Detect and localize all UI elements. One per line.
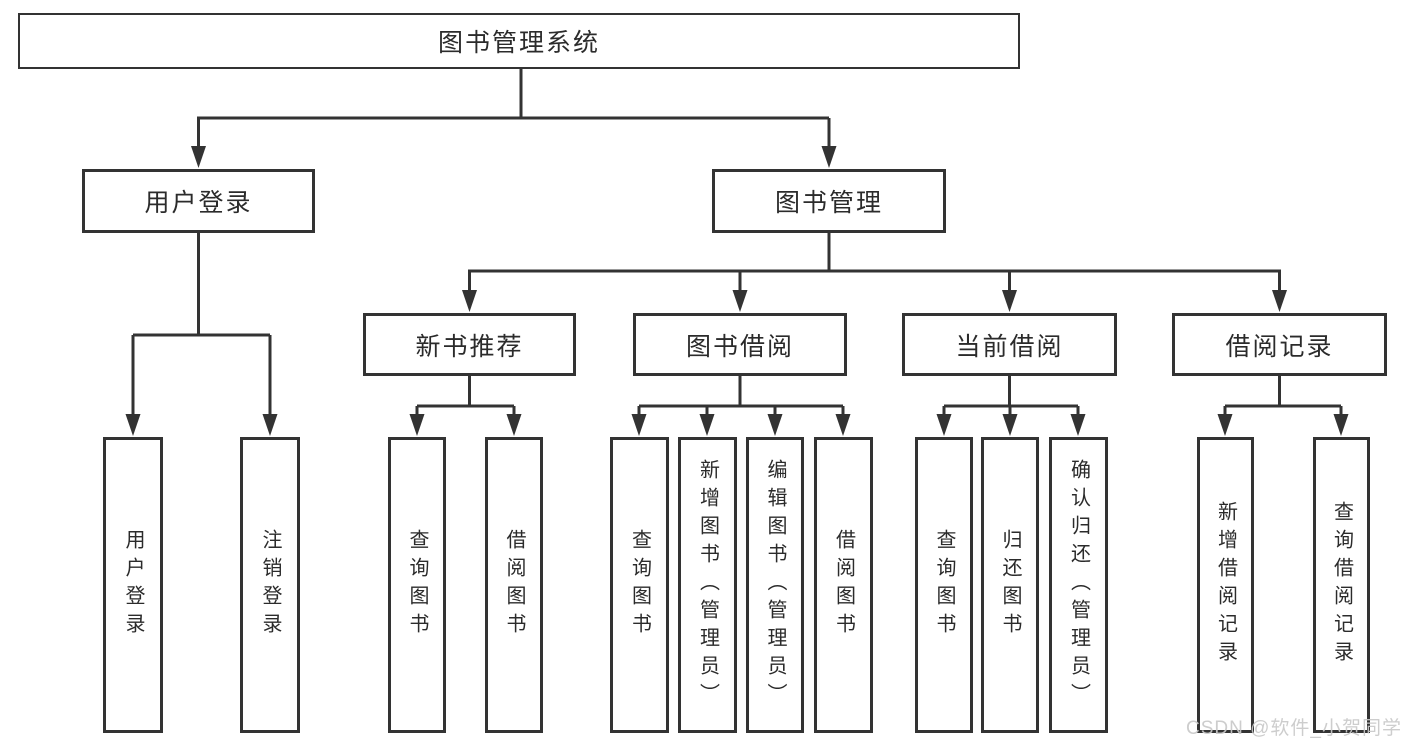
leaf-borrow-books-2: 借阅图书 xyxy=(814,437,873,733)
leaf-edit-books-admin: 编辑图书（管理员） xyxy=(746,437,804,733)
leaf-confirm-return-admin: 确认归还（管理员） xyxy=(1049,437,1108,733)
arrowhead-down-icon xyxy=(191,146,206,168)
connector-bookborrow-to-leaves xyxy=(637,376,845,420)
leaf-add-borrow-record: 新增借阅记录 xyxy=(1197,437,1254,733)
node-new-book-recommendation: 新书推荐 xyxy=(363,313,576,376)
arrowhead-down-icon xyxy=(1333,414,1349,436)
leaf-return-books: 归还图书 xyxy=(981,437,1039,733)
arrowhead-down-icon xyxy=(1002,414,1018,436)
leaf-user-login: 用户登录 xyxy=(103,437,163,733)
arrowheads xyxy=(125,146,1349,436)
arrowhead-down-icon xyxy=(1272,290,1287,312)
leaf-query-books-1: 查询图书 xyxy=(388,437,446,733)
arrowhead-down-icon xyxy=(631,414,647,436)
arrowhead-down-icon xyxy=(732,290,748,312)
node-book-borrowing: 图书借阅 xyxy=(633,313,847,376)
connector-borrowrecords-to-leaves xyxy=(1223,376,1343,420)
leaf-query-borrow-record: 查询借阅记录 xyxy=(1313,437,1370,733)
arrowhead-down-icon xyxy=(1002,290,1017,312)
connector-root-to-level2 xyxy=(197,69,831,152)
node-user-login: 用户登录 xyxy=(82,169,315,233)
node-borrowing-records: 借阅记录 xyxy=(1172,313,1387,376)
arrowhead-down-icon xyxy=(409,414,425,436)
leaf-logout: 注销登录 xyxy=(240,437,300,733)
csdn-watermark: CSDN @软件_小贺同学 xyxy=(1186,718,1402,739)
connector-userlogin-to-leaves xyxy=(131,233,272,420)
connector-newbookrec-to-leaves xyxy=(415,376,516,420)
node-library-management-system: 图书管理系统 xyxy=(18,13,1020,69)
node-current-borrowing: 当前借阅 xyxy=(902,313,1117,376)
arrowhead-down-icon xyxy=(767,414,783,436)
leaf-add-books-admin: 新增图书（管理员） xyxy=(678,437,737,733)
arrowhead-down-icon xyxy=(506,414,522,436)
leaf-borrow-books-1: 借阅图书 xyxy=(485,437,543,733)
arrowhead-down-icon xyxy=(936,414,952,436)
arrowhead-down-icon xyxy=(699,414,715,436)
node-book-management: 图书管理 xyxy=(712,169,946,233)
connector-bookmgmt-to-level3 xyxy=(468,233,1281,296)
arrowhead-down-icon xyxy=(821,146,837,168)
arrowhead-down-icon xyxy=(1217,414,1233,436)
arrowhead-down-icon xyxy=(125,414,141,436)
arrowhead-down-icon xyxy=(835,414,851,436)
leaf-query-books-3: 查询图书 xyxy=(915,437,973,733)
leaf-query-books-2: 查询图书 xyxy=(610,437,669,733)
arrowhead-down-icon xyxy=(262,414,278,436)
arrowhead-down-icon xyxy=(1070,414,1086,436)
arrowhead-down-icon xyxy=(462,290,477,312)
connector-currentborrow-to-leaves xyxy=(942,376,1080,420)
